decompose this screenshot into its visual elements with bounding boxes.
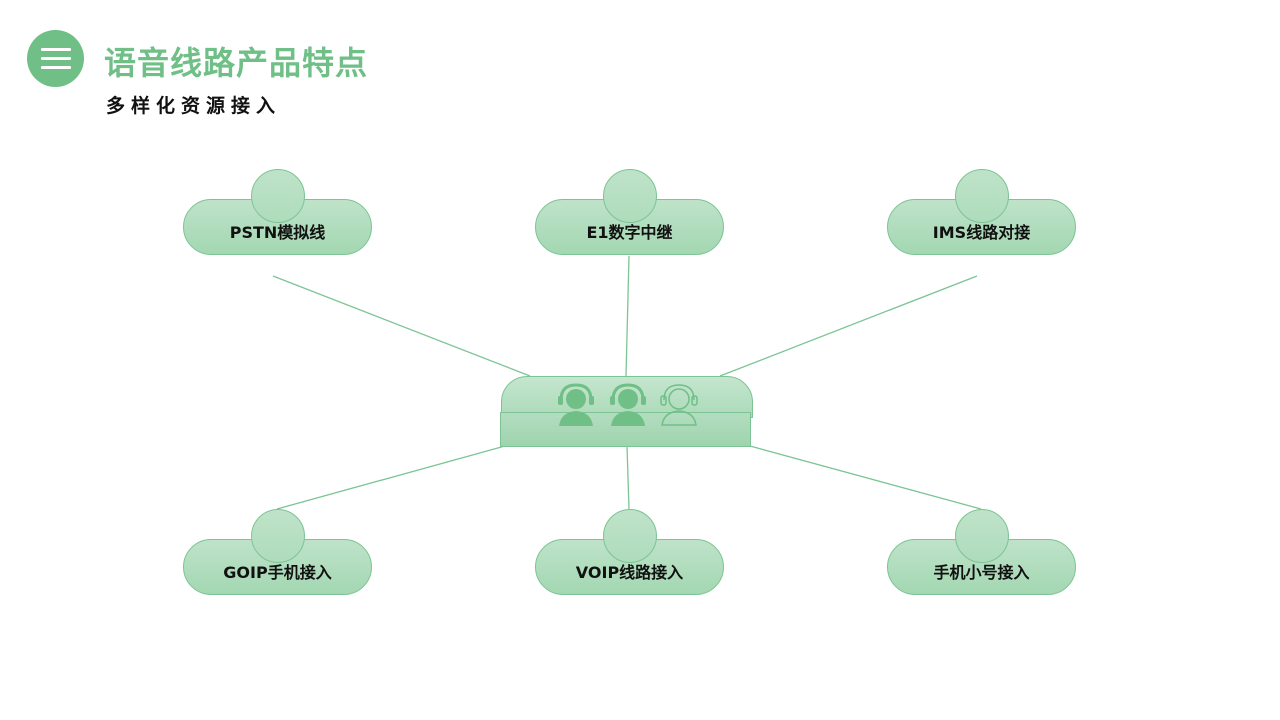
page-subtitle: 多样化资源接入 — [106, 95, 282, 117]
connector — [626, 445, 630, 510]
node-pstn: PSTN模拟线 — [183, 169, 372, 255]
node-label: VOIP线路接入 — [575, 563, 684, 582]
node-voip: VOIP线路接入 — [535, 509, 724, 595]
list-icon — [27, 30, 84, 87]
connector — [625, 255, 630, 377]
agent-headset-outline-icon — [660, 384, 698, 426]
node-ims: IMS线路对接 — [887, 169, 1076, 255]
connector — [276, 445, 506, 510]
node-label: 手机小号接入 — [933, 563, 1030, 582]
connector — [272, 275, 531, 377]
node-label: IMS线路对接 — [932, 223, 1031, 242]
connector — [719, 275, 978, 377]
page-title: 语音线路产品特点 — [104, 44, 369, 82]
node-label: E1数字中继 — [586, 223, 673, 242]
node-label: GOIP手机接入 — [223, 563, 332, 582]
connector — [749, 445, 982, 510]
node-e1: E1数字中继 — [535, 169, 724, 255]
agent-headset-icon — [610, 383, 646, 426]
node-label: PSTN模拟线 — [229, 223, 326, 242]
agent-headset-icon — [558, 383, 594, 426]
node-goip: GOIP手机接入 — [183, 509, 372, 595]
node-mobile-number: 手机小号接入 — [887, 509, 1076, 595]
